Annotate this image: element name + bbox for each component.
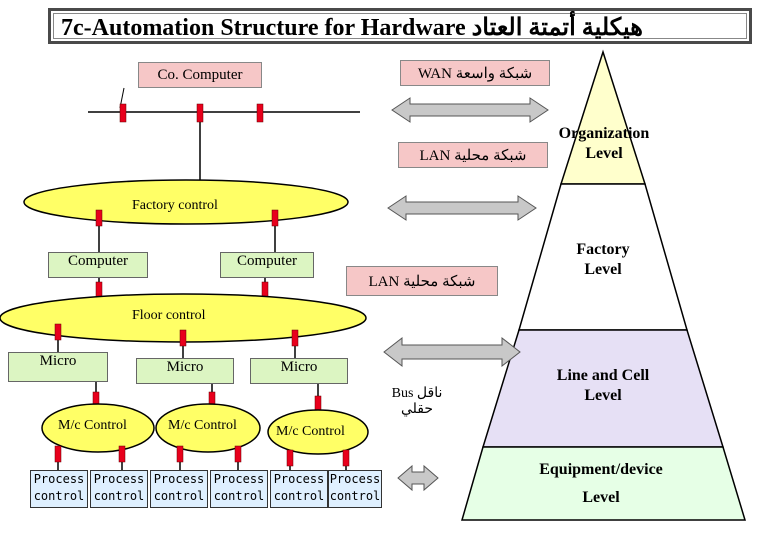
lan-label-top: LAN شبكة محلية bbox=[398, 142, 548, 168]
title-box: 7c-Automation Structure for Hardware هيك… bbox=[48, 8, 752, 44]
wan-label: WAN شبكة واسعة bbox=[400, 60, 550, 86]
co-computer-box: Co. Computer bbox=[138, 62, 262, 88]
floor-control-label: Floor control bbox=[132, 308, 206, 323]
micro-box-3: Micro bbox=[250, 358, 348, 384]
wan-node-1 bbox=[119, 103, 127, 123]
pyramid bbox=[461, 49, 747, 521]
pyramid-organization-section bbox=[559, 49, 647, 185]
double-arrow-lan-mid bbox=[383, 336, 521, 368]
factory-node-2 bbox=[271, 209, 279, 227]
floor-node-1 bbox=[54, 323, 62, 341]
double-arrow-bus bbox=[397, 464, 439, 492]
mc-control-label-1: M/c Control bbox=[58, 418, 127, 433]
factory-control-bus bbox=[23, 179, 349, 225]
mc-node-4 bbox=[234, 445, 242, 463]
lan-label-mid: LAN شبكة محلية bbox=[346, 266, 498, 296]
arrows bbox=[383, 97, 549, 492]
computer-right-box: Computer bbox=[220, 252, 314, 278]
mc-node-1 bbox=[54, 445, 62, 463]
mc-node-5 bbox=[286, 449, 294, 467]
mc-node-2 bbox=[118, 445, 126, 463]
floor-node-2 bbox=[179, 329, 187, 347]
floor-node-3 bbox=[291, 329, 299, 347]
bus-label: Bus ناقل حقلي bbox=[382, 386, 452, 418]
bus-label-line2: حقلي bbox=[400, 402, 434, 417]
micro-box-2: Micro bbox=[136, 358, 234, 384]
factory-control-label: Factory control bbox=[132, 198, 218, 213]
pyramid-equipment-section bbox=[461, 446, 747, 521]
mc-node-3 bbox=[176, 445, 184, 463]
mc-control-ellipse-2 bbox=[155, 403, 261, 453]
double-arrow-lan-top bbox=[387, 195, 537, 221]
bus-label-line1: Bus ناقل bbox=[391, 386, 443, 401]
wan-network bbox=[88, 87, 360, 180]
micro-box-1: Micro bbox=[8, 352, 108, 382]
mc-control-ellipse-3 bbox=[267, 409, 369, 455]
computer-left-box: Computer bbox=[48, 252, 148, 278]
factory-node-1 bbox=[95, 209, 103, 227]
wan-node-2 bbox=[196, 103, 204, 123]
mc-control-label-2: M/c Control bbox=[168, 418, 237, 433]
mc-control-ellipse-1 bbox=[41, 403, 155, 453]
page-title: 7c-Automation Structure for Hardware هيك… bbox=[61, 15, 643, 41]
mc-node-6 bbox=[342, 449, 350, 467]
double-arrow-wan bbox=[391, 97, 549, 123]
computer-node-1 bbox=[95, 281, 103, 299]
wan-node-3 bbox=[256, 103, 264, 123]
mc-control-label-3: M/c Control bbox=[276, 424, 345, 439]
